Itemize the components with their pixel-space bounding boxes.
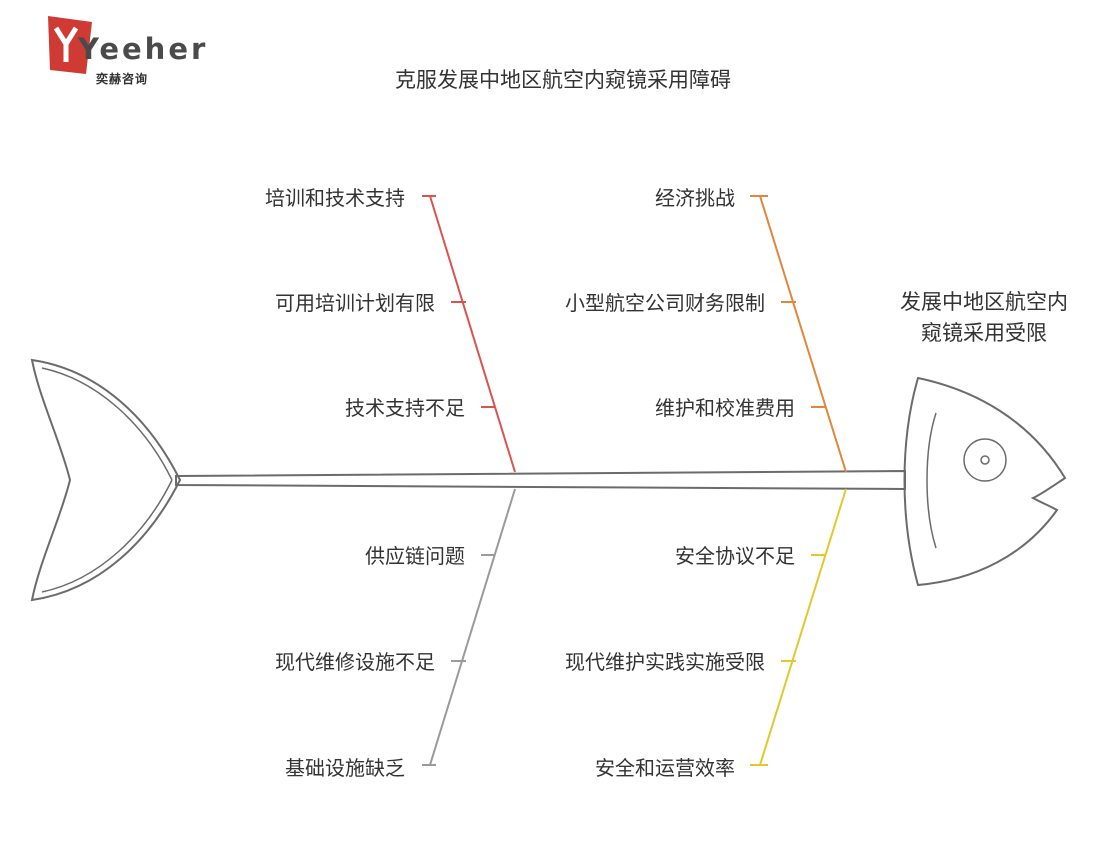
fish-gill <box>926 412 937 549</box>
fish-tail <box>30 358 182 602</box>
category-bone <box>429 195 516 473</box>
cause-label: 维护和校准费用 <box>655 396 795 420</box>
cause-label: 安全和运营效率 <box>595 756 735 780</box>
cause-label: 现代维护实践实施受限 <box>565 650 765 674</box>
cause-label: 培训和技术支持 <box>265 186 405 210</box>
logo-brand-text: Yeeher <box>78 32 209 66</box>
cause-label: 可用培训计划有限 <box>275 291 435 315</box>
logo-mark-icon <box>48 16 92 74</box>
cause-label: 供应链问题 <box>365 544 465 568</box>
logo-subtitle: 奕赫咨询 <box>96 72 149 86</box>
fish-eye-outer <box>963 438 1007 482</box>
fish-spine <box>175 469 906 491</box>
cause-label: 安全协议不足 <box>675 544 795 568</box>
fish-eye-inner <box>980 455 990 465</box>
category-bone <box>759 488 847 766</box>
cause-label: 小型航空公司财务限制 <box>565 291 765 315</box>
cause-label: 技术支持不足 <box>345 396 465 420</box>
fish-head <box>903 376 1067 587</box>
cause-label: 现代维修设施不足 <box>275 650 435 674</box>
category-bone <box>429 488 516 766</box>
effect-line-2: 窥镜采用受限 <box>921 321 1047 345</box>
cause-label: 基础设施缺乏 <box>285 756 405 780</box>
diagram-title-text: 克服发展中地区航空内窥镜采用障碍 <box>395 68 731 92</box>
category-bone <box>759 195 847 473</box>
cause-label: 经济挑战 <box>655 186 735 210</box>
fish-tail-inner <box>41 367 173 593</box>
effect-line-1: 发展中地区航空内 <box>900 290 1068 314</box>
effect-label: 发展中地区航空内 窥镜采用受限 <box>870 287 1098 349</box>
diagram-title: 克服发展中地区航空内窥镜采用障碍 <box>0 64 1120 94</box>
logo: Yeeher 奕赫咨询 <box>46 14 205 86</box>
